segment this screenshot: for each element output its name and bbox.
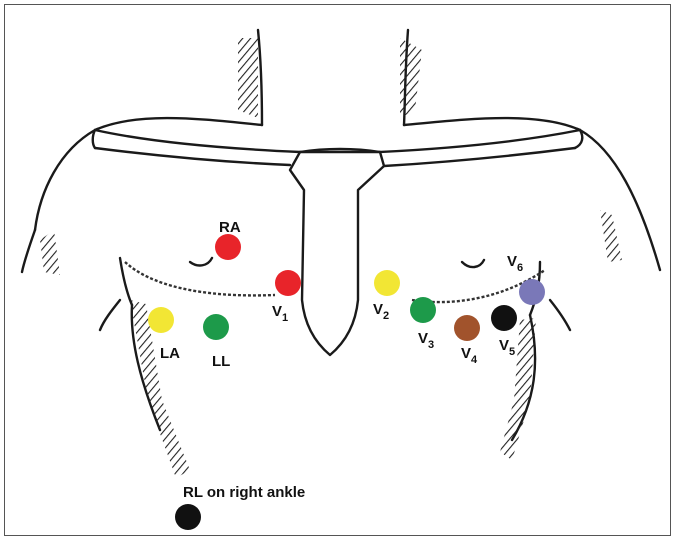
v5-electrode xyxy=(491,305,517,331)
rib-line xyxy=(125,262,545,302)
ll-label: LL xyxy=(212,353,230,370)
v2-label: V2 xyxy=(373,301,389,322)
v1-electrode xyxy=(275,270,301,296)
v6-electrode xyxy=(519,279,545,305)
ra-electrode xyxy=(215,234,241,260)
v2-electrode xyxy=(374,270,400,296)
la-label: LA xyxy=(160,345,180,362)
v3-electrode xyxy=(410,297,436,323)
v3-label: V3 xyxy=(418,330,434,351)
v4-electrode xyxy=(454,315,480,341)
rl-electrode xyxy=(175,504,201,530)
rl-label: RL on right ankle xyxy=(183,484,305,501)
frame-border xyxy=(5,5,671,536)
v1-label: V1 xyxy=(272,303,288,324)
v6-label: V6 xyxy=(507,253,523,274)
torso-outline xyxy=(22,30,660,440)
v4-label: V4 xyxy=(461,345,478,366)
ra-label: RA xyxy=(219,219,241,236)
la-electrode xyxy=(148,307,174,333)
shading-hatching xyxy=(40,38,622,478)
v5-label: V5 xyxy=(499,337,515,358)
ll-electrode xyxy=(203,314,229,340)
